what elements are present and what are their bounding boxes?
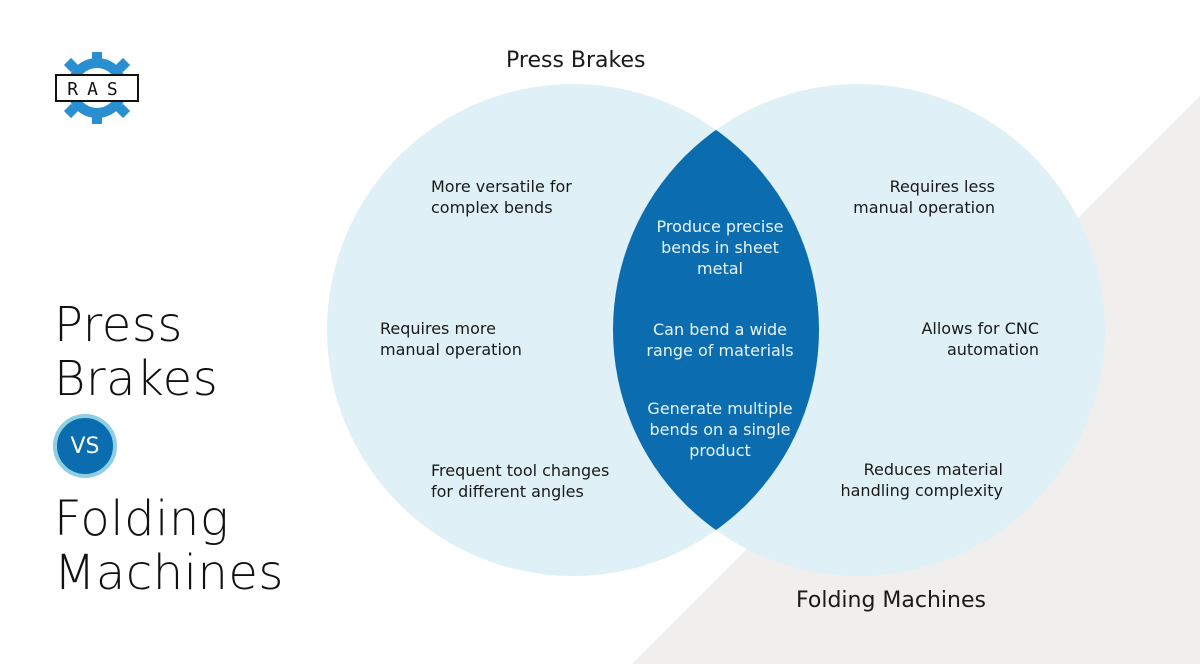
item-line: More versatile for <box>431 177 572 196</box>
overlap-region <box>613 84 819 576</box>
item-line: complex bends <box>431 198 553 217</box>
item-line: bends in sheet <box>661 238 779 257</box>
item-line: Generate multiple <box>647 399 793 418</box>
item-line: bends on a single <box>649 420 791 439</box>
ras-logo: RAS <box>52 48 142 130</box>
item-line: Can bend a wide <box>652 320 787 339</box>
item-line: for different angles <box>431 482 584 501</box>
folding-machines-item: Reduces material handling complexity <box>840 459 1003 501</box>
item-line: product <box>689 441 751 460</box>
item-line: manual operation <box>853 198 995 217</box>
item-line: Allows for CNC <box>921 319 1039 338</box>
folding-machines-title: Folding Machines <box>796 588 986 613</box>
press-brakes-item: Requires more manual operation <box>380 318 522 360</box>
shared-item: Generate multiple bends on a single prod… <box>620 398 820 461</box>
vs-badge: VS <box>53 414 117 478</box>
item-line: manual operation <box>380 340 522 359</box>
folding-machines-item: Allows for CNC automation <box>921 318 1039 360</box>
headline-line: Brakes <box>54 351 219 407</box>
svg-text:RAS: RAS <box>67 79 127 100</box>
shared-item: Can bend a wide range of materials <box>620 319 820 361</box>
headline-press-brakes: Press Brakes <box>54 298 218 406</box>
item-line: handling complexity <box>840 481 1003 500</box>
press-brakes-title: Press Brakes <box>506 48 646 73</box>
item-line: Requires less <box>889 177 995 196</box>
item-line: Requires more <box>380 319 496 338</box>
item-line: metal <box>697 259 743 278</box>
headline-line: Press <box>54 297 183 353</box>
item-line: Reduces material <box>863 460 1003 479</box>
gear-icon: RAS <box>55 52 139 124</box>
press-brakes-item: Frequent tool changes for different angl… <box>431 460 609 502</box>
headline-line: Machines <box>54 545 284 601</box>
press-brakes-item: More versatile for complex bends <box>431 176 572 218</box>
folding-machines-item: Requires less manual operation <box>853 176 995 218</box>
item-line: Produce precise <box>656 217 784 236</box>
shared-item: Produce precise bends in sheet metal <box>620 216 820 279</box>
item-line: automation <box>946 340 1039 359</box>
item-line: range of materials <box>646 341 794 360</box>
item-line: Frequent tool changes <box>431 461 610 480</box>
headline-folding-machines: Folding Machines <box>54 492 284 600</box>
headline-line: Folding <box>54 491 230 547</box>
